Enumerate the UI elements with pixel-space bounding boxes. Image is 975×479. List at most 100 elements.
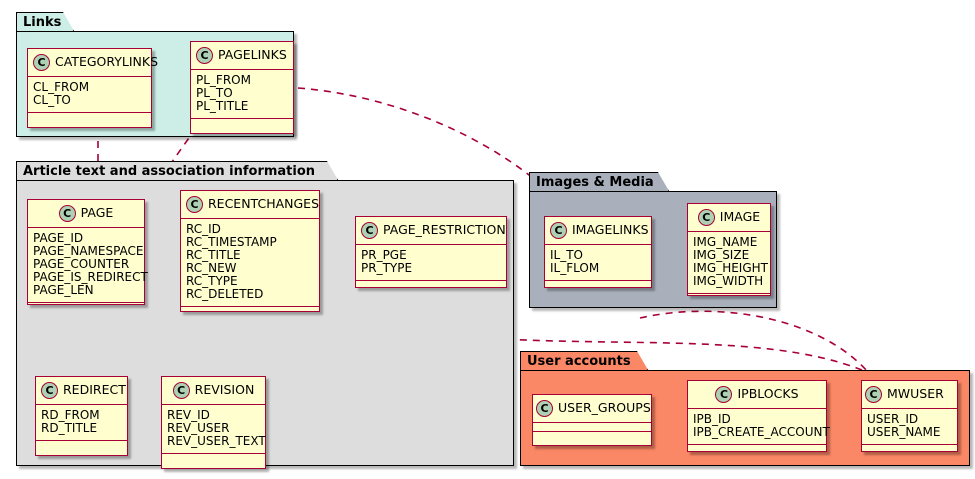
attribute: REV_USER_TEXT (167, 434, 266, 448)
class-pagelinks-attributes: PL_FROM PL_TO PL_TITLE (191, 70, 293, 119)
class-mwuser-header: C MWUSER (862, 381, 957, 409)
class-recentchanges[interactable]: C RECENTCHANGES RC_ID RC_TIMESTAMP RC_TI… (180, 190, 320, 312)
class-ipblocks[interactable]: C IPBLOCKS IPB_ID IPB_CREATE_ACCOUNT (687, 380, 830, 454)
class-icon: C (41, 382, 58, 399)
class-categorylinks[interactable]: C CATEGORYLINKS CL_FROM CL_TO (27, 48, 158, 128)
attribute: RC_DELETED (186, 287, 264, 301)
class-user-groups-operations (533, 432, 651, 441)
class-redirect-name: REDIRECT (63, 382, 126, 398)
attribute: IMG_WIDTH (693, 274, 764, 288)
class-mwuser-attributes: USER_ID USER_NAME (862, 409, 957, 445)
class-imagelinks-operations (545, 281, 651, 290)
class-imagelinks[interactable]: C IMAGELINKS IL_TO IL_FLOM (544, 216, 652, 288)
attribute: CL_TO (33, 93, 71, 107)
attribute: USER_ID (867, 412, 919, 426)
package-article-tab: Article text and association information (16, 161, 338, 180)
class-icon: C (58, 205, 76, 222)
class-revision[interactable]: C REVISION REV_ID REV_USER REV_USER_TEXT (161, 376, 266, 469)
class-image-header: C IMAGE (688, 204, 770, 232)
attribute: REV_ID (167, 408, 210, 422)
class-categorylinks-name: CATEGORYLINKS (55, 54, 159, 70)
attribute: RC_TITLE (186, 248, 241, 262)
class-imagelinks-name: IMAGELINKS (572, 222, 649, 238)
package-user-accounts-title: User accounts (527, 353, 631, 369)
class-icon: C (196, 47, 213, 64)
attribute: PR_TYPE (361, 261, 413, 275)
class-recentchanges-header: C RECENTCHANGES (181, 191, 319, 219)
class-icon: C (172, 382, 190, 399)
class-redirect-operations (36, 441, 127, 450)
class-recentchanges-attributes: RC_ID RC_TIMESTAMP RC_TITLE RC_NEW RC_TY… (181, 219, 319, 307)
class-ipblocks-header: C IPBLOCKS (688, 381, 826, 409)
class-revision-name: REVISION (194, 382, 255, 398)
attribute: PR_PGE (361, 248, 407, 262)
class-page-restriction-name: PAGE_RESTRICTION (383, 222, 506, 238)
class-page[interactable]: C PAGE PAGE_ID PAGE_NAMESPACE PAGE_COUNT… (27, 199, 148, 305)
class-page-restriction-attributes: PR_PGE PR_TYPE (356, 245, 506, 281)
class-icon: C (550, 222, 567, 239)
class-page-restriction-header: C PAGE_RESTRICTION (356, 217, 506, 245)
package-user-accounts-tab: User accounts (520, 351, 648, 370)
class-page-name: PAGE (80, 205, 114, 221)
attribute: IMG_HEIGHT (693, 261, 768, 275)
attribute: IL_TO (550, 248, 583, 262)
class-categorylinks-operations (28, 113, 151, 122)
attribute: IPB_ID (693, 412, 731, 426)
class-user-groups-header: C USER_GROUPS (533, 395, 651, 423)
attribute: RC_ID (186, 222, 221, 236)
class-revision-header: C REVISION (162, 377, 265, 405)
attribute: REV_USER (167, 421, 230, 435)
class-image[interactable]: C IMAGE IMG_NAME IMG_SIZE IMG_HEIGHT IMG… (687, 203, 771, 296)
class-page-header: C PAGE (28, 200, 144, 228)
attribute: PL_TITLE (196, 99, 249, 113)
package-images-media-tab: Images & Media (529, 172, 669, 191)
class-ipblocks-operations (688, 445, 826, 454)
class-mwuser-name: MWUSER (887, 386, 944, 402)
class-redirect[interactable]: C REDIRECT RD_FROM RD_TITLE (35, 376, 128, 456)
attribute: IL_FLOM (550, 261, 600, 275)
class-page-operations (28, 303, 144, 312)
package-links-tab: Links (16, 12, 74, 31)
package-links-title: Links (23, 14, 62, 30)
class-user-groups-name: USER_GROUPS (558, 400, 651, 416)
attribute: PAGE_NAMESPACE (33, 244, 144, 258)
class-page-restriction-operations (356, 281, 506, 290)
class-ipblocks-attributes: IPB_ID IPB_CREATE_ACCOUNT (688, 409, 830, 445)
attribute: RC_TIMESTAMP (186, 235, 277, 249)
class-icon: C (865, 386, 882, 403)
class-mwuser[interactable]: C MWUSER USER_ID USER_NAME (861, 380, 958, 452)
attribute: PAGE_IS_REDIRECT (33, 270, 148, 284)
class-icon: C (715, 386, 733, 403)
class-recentchanges-operations (181, 307, 319, 316)
class-pagelinks[interactable]: C PAGELINKS PL_FROM PL_TO PL_TITLE (190, 41, 294, 134)
attribute: RC_NEW (186, 261, 237, 275)
class-recentchanges-name: RECENTCHANGES (208, 196, 320, 212)
class-icon: C (697, 209, 715, 226)
class-categorylinks-attributes: CL_FROM CL_TO (28, 77, 151, 113)
attribute: RD_FROM (41, 408, 100, 422)
class-icon: C (536, 400, 553, 417)
class-page-attributes: PAGE_ID PAGE_NAMESPACE PAGE_COUNTER PAGE… (28, 228, 148, 303)
class-user-groups[interactable]: C USER_GROUPS (532, 394, 652, 446)
package-article-title: Article text and association information (23, 163, 316, 179)
class-revision-operations (162, 454, 265, 463)
attribute: IMG_SIZE (693, 248, 750, 262)
attribute: PL_FROM (196, 73, 251, 87)
class-user-groups-attributes (533, 423, 651, 432)
class-image-attributes: IMG_NAME IMG_SIZE IMG_HEIGHT IMG_WIDTH (688, 232, 770, 294)
class-icon: C (186, 196, 203, 213)
class-page-restriction[interactable]: C PAGE_RESTRICTION PR_PGE PR_TYPE (355, 216, 507, 288)
class-imagelinks-attributes: IL_TO IL_FLOM (545, 245, 651, 281)
class-pagelinks-operations (191, 119, 293, 128)
class-redirect-header: C REDIRECT (36, 377, 127, 405)
attribute: IPB_CREATE_ACCOUNT (693, 425, 830, 439)
class-pagelinks-name: PAGELINKS (218, 47, 287, 63)
attribute: RC_TYPE (186, 274, 238, 288)
class-icon: C (361, 222, 378, 239)
class-icon: C (33, 54, 50, 71)
attribute: CL_FROM (33, 80, 90, 94)
package-images-media-title: Images & Media (536, 174, 654, 190)
class-image-operations (688, 294, 770, 303)
attribute: RD_TITLE (41, 421, 98, 435)
